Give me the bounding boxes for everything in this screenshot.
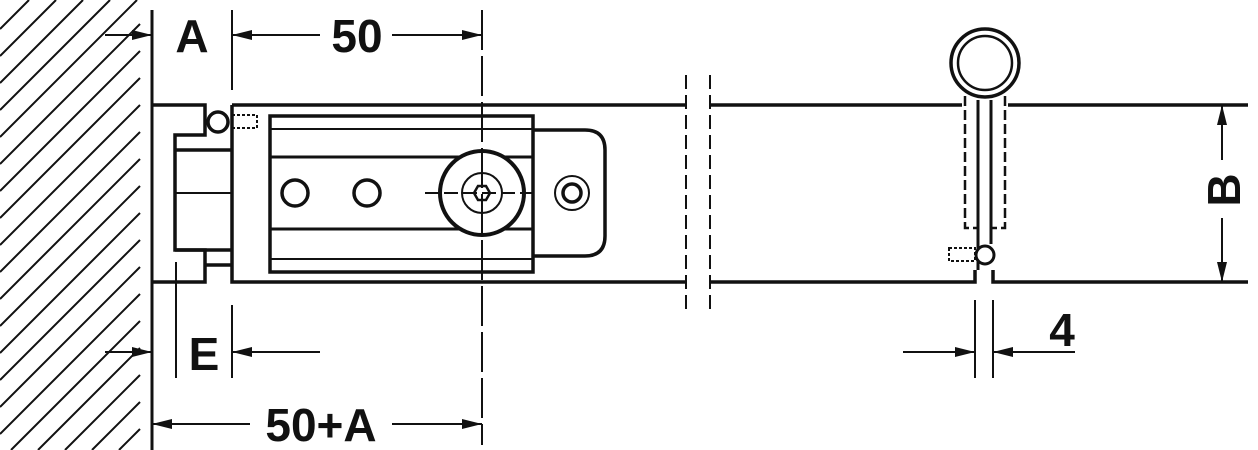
screw-hole-1: [280, 178, 310, 208]
door-left-section: [152, 103, 686, 284]
dimension-label-50: 50: [331, 10, 382, 62]
hinge-pin-right: [948, 27, 1021, 270]
hinge-pin-left: [206, 110, 258, 134]
dimension-label-a: A: [175, 10, 208, 62]
dimension-lines: [105, 10, 1227, 429]
screw-hole-2: [352, 178, 382, 208]
dimension-label-e: E: [189, 328, 220, 380]
wall-hatching: [0, 0, 141, 450]
hinge-plate: [268, 114, 607, 274]
dimension-label-4: 4: [1049, 304, 1075, 356]
dimension-label-b: B: [1198, 173, 1250, 206]
door-right-section: [710, 103, 1248, 284]
break-lines: [685, 75, 711, 312]
dimension-label-50-plus-a: 50+A: [265, 399, 376, 450]
